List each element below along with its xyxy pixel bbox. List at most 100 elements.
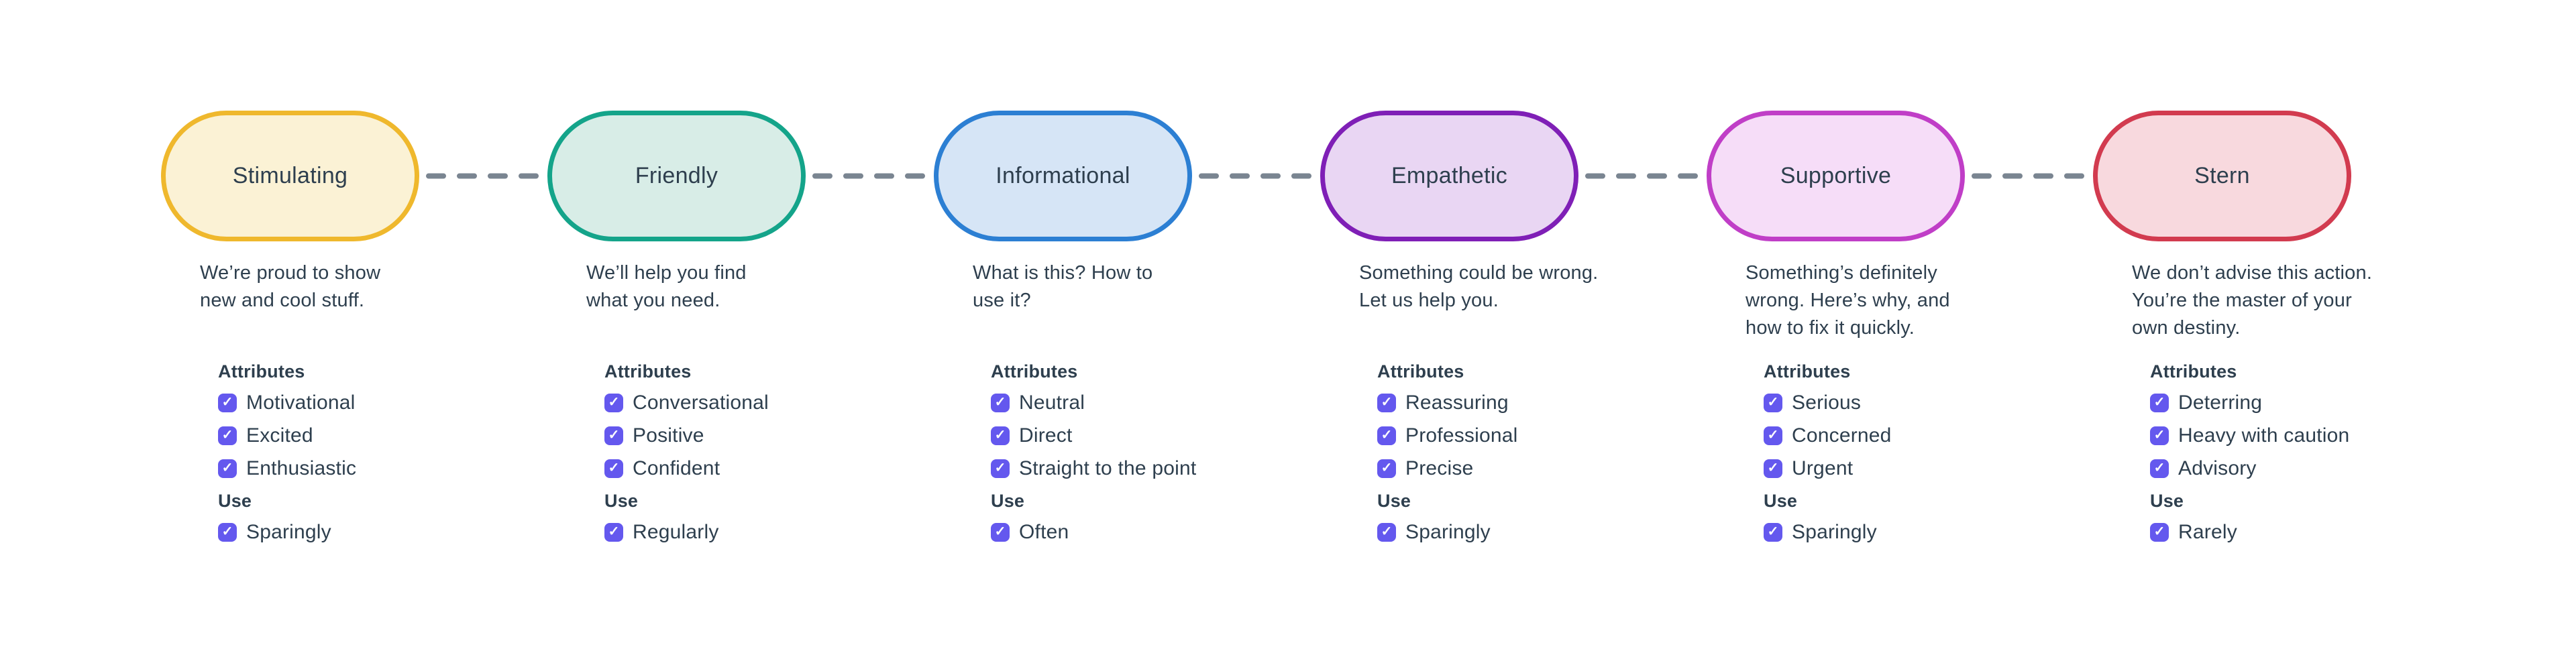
use-label: Sparingly <box>1405 520 1491 543</box>
attribute-label: Concerned <box>1792 424 1892 447</box>
check-icon: ✓ <box>221 394 233 410</box>
tone-description: Something’s definitely wrong. Here’s why… <box>1746 262 1950 339</box>
tone-description: We don’t advise this action. You’re the … <box>2132 262 2373 339</box>
attribute-row: ✓ Deterring <box>2150 391 2351 414</box>
check-icon: ✓ <box>608 460 620 475</box>
tone-column-friendly: Friendly We’ll help you find what you ne… <box>547 111 806 554</box>
tone-node-supportive[interactable]: Supportive <box>1707 111 1965 241</box>
checkbox-checked[interactable]: ✓ <box>604 426 623 445</box>
checkbox-checked[interactable]: ✓ <box>1377 459 1396 478</box>
connector <box>806 111 934 241</box>
checkbox-checked[interactable]: ✓ <box>1764 426 1782 445</box>
tone-node-label: Empathetic <box>1391 163 1508 188</box>
connector-line-svg <box>1199 173 1313 179</box>
attribute-label: Conversational <box>633 391 769 414</box>
attributes-heading: Attributes <box>604 361 692 381</box>
check-icon: ✓ <box>608 427 620 442</box>
use-row: ✓ Sparingly <box>1764 521 1965 543</box>
attribute-label: Direct <box>1019 424 1073 447</box>
check-icon: ✓ <box>1381 460 1393 475</box>
checkbox-checked[interactable]: ✓ <box>991 426 1010 445</box>
tone-column-supportive: Supportive Something’s definitely wrong.… <box>1707 111 1965 554</box>
tone-node-informational[interactable]: Informational <box>934 111 1192 241</box>
check-icon: ✓ <box>221 460 233 475</box>
attribute-label: Reassuring <box>1405 391 1509 414</box>
checkbox-checked[interactable]: ✓ <box>218 459 237 478</box>
tone-column-empathetic: Empathetic Something could be wrong. Let… <box>1320 111 1598 554</box>
tone-description: We’ll help you find what you need. <box>586 262 747 311</box>
checkbox-checked[interactable]: ✓ <box>218 522 237 542</box>
use-heading: Use <box>991 491 1025 511</box>
tone-node-stern[interactable]: Stern <box>2093 111 2351 241</box>
connector <box>419 111 547 241</box>
attribute-label: Confident <box>633 457 720 479</box>
checkbox-checked[interactable]: ✓ <box>2150 426 2169 445</box>
checkbox-checked[interactable]: ✓ <box>2150 393 2169 412</box>
tone-description: What is this? How to use it? <box>973 262 1153 311</box>
attribute-label: Precise <box>1405 457 1474 479</box>
use-heading: Use <box>604 491 639 511</box>
connector-line-svg <box>426 173 541 179</box>
attribute-label: Urgent <box>1792 457 1854 479</box>
checkbox-checked[interactable]: ✓ <box>1377 393 1396 412</box>
checkbox-checked[interactable]: ✓ <box>1764 522 1782 542</box>
checkbox-checked[interactable]: ✓ <box>991 393 1010 412</box>
check-icon: ✓ <box>608 394 620 410</box>
attribute-row: ✓ Conversational <box>604 391 806 414</box>
check-icon: ✓ <box>994 394 1006 410</box>
tone-node-label: Stimulating <box>232 163 348 188</box>
tone-node-friendly[interactable]: Friendly <box>547 111 806 241</box>
attributes-heading: Attributes <box>991 361 1078 381</box>
check-icon: ✓ <box>1381 427 1393 442</box>
use-group: Use ✓ Sparingly <box>218 491 419 543</box>
checkbox-checked[interactable]: ✓ <box>991 459 1010 478</box>
use-heading: Use <box>2150 491 2184 511</box>
tone-node-label: Stern <box>2194 163 2250 188</box>
tone-column-stimulating: Stimulating We’re proud to show new and … <box>161 111 419 554</box>
attributes-heading: Attributes <box>1764 361 1851 381</box>
use-group: Use ✓ Sparingly <box>1764 491 1965 543</box>
check-icon: ✓ <box>1381 394 1393 410</box>
checkbox-checked[interactable]: ✓ <box>604 522 623 542</box>
tone-node-empathetic[interactable]: Empathetic <box>1320 111 1578 241</box>
attributes-group: Attributes ✓ Conversational ✓ Positive ✓… <box>604 361 806 479</box>
checkbox-checked[interactable]: ✓ <box>604 459 623 478</box>
use-heading: Use <box>218 491 252 511</box>
checkbox-checked[interactable]: ✓ <box>2150 522 2169 542</box>
attributes-group: Attributes ✓ Motivational ✓ Excited ✓ En… <box>218 361 419 479</box>
checkbox-checked[interactable]: ✓ <box>1377 426 1396 445</box>
tone-description: Something could be wrong. Let us help yo… <box>1359 262 1599 311</box>
attribute-row: ✓ Advisory <box>2150 457 2351 479</box>
use-group: Use ✓ Often <box>991 491 1192 543</box>
use-row: ✓ Often <box>991 521 1192 543</box>
use-label: Rarely <box>2178 520 2237 543</box>
checkbox-checked[interactable]: ✓ <box>2150 459 2169 478</box>
tone-column-stern: Stern We don’t advise this action. You’r… <box>2093 111 2372 554</box>
checkbox-checked[interactable]: ✓ <box>604 393 623 412</box>
attribute-label: Serious <box>1792 391 1862 414</box>
attribute-label: Straight to the point <box>1019 457 1197 479</box>
connector <box>1965 111 2093 241</box>
tone-node-stimulating[interactable]: Stimulating <box>161 111 419 241</box>
attribute-row: ✓ Serious <box>1764 391 1965 414</box>
tone-node-label: Supportive <box>1780 163 1892 188</box>
use-row: ✓ Rarely <box>2150 520 2351 543</box>
check-icon: ✓ <box>2153 460 2165 475</box>
checkbox-checked[interactable]: ✓ <box>1764 459 1782 478</box>
attribute-label: Neutral <box>1019 391 1085 414</box>
attributes-group: Attributes ✓ Deterring ✓ Heavy with caut… <box>2150 361 2351 479</box>
connector-line-svg <box>812 173 927 179</box>
checkbox-checked[interactable]: ✓ <box>1377 522 1396 542</box>
checkbox-checked[interactable]: ✓ <box>218 393 237 412</box>
checkbox-checked[interactable]: ✓ <box>1764 393 1782 412</box>
checkbox-checked[interactable]: ✓ <box>218 426 237 445</box>
check-icon: ✓ <box>1381 524 1393 539</box>
attribute-label: Deterring <box>2178 391 2263 414</box>
attribute-row: ✓ Motivational <box>218 392 419 414</box>
checkbox-checked[interactable]: ✓ <box>991 522 1010 542</box>
tone-node-label: Friendly <box>635 163 718 188</box>
attribute-row: ✓ Heavy with caution <box>2150 424 2351 447</box>
check-icon: ✓ <box>1767 394 1779 410</box>
attribute-row: ✓ Confident <box>604 457 806 479</box>
check-icon: ✓ <box>221 524 233 539</box>
